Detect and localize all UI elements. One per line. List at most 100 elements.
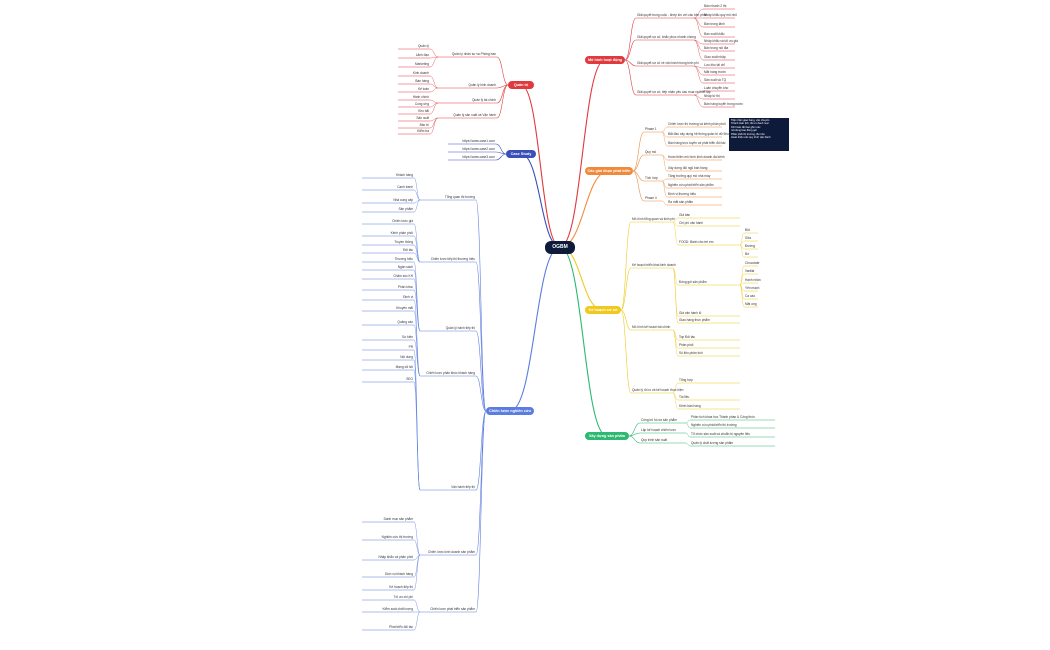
node-label[interactable]: Lập kế hoạch chiến lược	[641, 428, 677, 432]
branch-quan-tri[interactable]: Quản trị	[508, 81, 534, 89]
node-label[interactable]: Sản xuất	[416, 116, 429, 120]
node-label[interactable]: Xây dựng đội ngũ bán hàng	[668, 166, 708, 170]
node-label[interactable]: Bán trong lãnh	[704, 22, 725, 26]
node-label[interactable]: Bắt đầu xây dựng hệ thống quản trị dữ li…	[668, 132, 729, 136]
node-label[interactable]: SEO	[406, 377, 413, 381]
node-label[interactable]: Mạng xã hội	[395, 365, 413, 369]
node-label[interactable]: Tăng trưởng quy mô nhà máy	[668, 174, 711, 178]
node-label[interactable]: Quản lý kinh doanh	[468, 83, 496, 87]
node-label[interactable]: Top Đối tác	[679, 335, 695, 339]
node-label[interactable]: Bán xuất khẩu	[704, 32, 725, 36]
node-label[interactable]: Truyền thông	[394, 240, 413, 244]
node-label[interactable]: Kênh bán hàng	[679, 404, 701, 408]
node-label[interactable]: Cạnh tranh	[397, 185, 413, 189]
node-label[interactable]: Marketing	[415, 62, 429, 66]
node-label[interactable]: Nghiên cứu phát triển thị trường	[691, 423, 737, 427]
node-label[interactable]: Phân tích khoa học Thành phần & Công thứ…	[691, 415, 755, 419]
node-label[interactable]: Nhập khẩu và phân phối	[378, 555, 413, 559]
node-label[interactable]: Quản lý	[418, 44, 429, 48]
node-label[interactable]: Giá bán	[679, 213, 691, 217]
node-label[interactable]: Nghiên cứu thị trường	[381, 535, 413, 539]
node-label[interactable]: Giao xuất nhập	[704, 55, 726, 59]
node-label[interactable]: Phân phối	[679, 343, 694, 347]
node-label[interactable]: Bán hàng tuyển trong nước	[704, 102, 743, 106]
node-label[interactable]: Chăm sóc KH	[393, 274, 413, 278]
node-label[interactable]: Giao hàng thực phẩm	[679, 318, 710, 322]
node-label[interactable]: Vận hành tiếp thị	[451, 485, 475, 489]
node-label[interactable]: Công bố hồ sơ sản phẩm	[641, 418, 677, 422]
node-label[interactable]: Quản lý chất lượng sản phẩm	[691, 441, 734, 445]
node-label[interactable]: Quản lý hành tiếp thị	[445, 326, 475, 330]
node-label[interactable]: Quảng cáo	[397, 320, 413, 324]
node-label[interactable]: Giá vận hành lô	[679, 311, 702, 315]
node-label[interactable]: Bột	[745, 228, 750, 232]
node-label[interactable]: Kinh doanh	[412, 71, 429, 75]
node-label[interactable]: Kênh phân phối	[390, 231, 413, 235]
node-label[interactable]: Lưu kho tài chỉ	[704, 63, 725, 67]
node-label[interactable]: Khuyến mãi	[396, 306, 413, 310]
node-label[interactable]: Quy trình sản xuất	[641, 438, 668, 442]
node-label[interactable]: Sản xuất và TQ	[704, 78, 727, 82]
node-label[interactable]: Yến mạch	[745, 286, 760, 290]
node-label[interactable]: Bảo trì	[419, 123, 429, 127]
node-label[interactable]: Nghiên cứu phát triển sản phẩm	[668, 183, 714, 187]
node-label[interactable]: https://www.case3.com	[462, 155, 495, 159]
node-label[interactable]: Kế hoạch triển khai kinh doanh	[632, 263, 676, 267]
node-label[interactable]: Quản lý sản xuất và Vận hành	[453, 113, 496, 117]
node-label[interactable]: https://www.case2.com	[462, 147, 495, 151]
node-label[interactable]: Quy mô	[645, 150, 657, 154]
node-label[interactable]: Tài liệu	[679, 395, 690, 399]
node-label[interactable]: Kế hoạch tiếp thị	[389, 585, 413, 589]
node-label[interactable]: Mô hình tổng quan và kinh phí	[632, 217, 675, 221]
node-label[interactable]: Số liệu phân tích	[679, 351, 703, 355]
node-label[interactable]: Kho bãi	[418, 109, 429, 113]
node-label[interactable]: Mô hình kế hoạch tài chính	[632, 325, 671, 329]
node-label[interactable]: Phân khúc	[397, 285, 413, 289]
node-label[interactable]: Luân chuyển kho	[704, 86, 729, 90]
root-node[interactable]: OGBM	[545, 241, 575, 254]
node-label[interactable]: Quản lý nhân sự và Phòng ban	[451, 52, 496, 56]
node-label[interactable]: Chiến lược kinh doanh sản phẩm	[427, 550, 475, 554]
node-label[interactable]: Khách hàng	[395, 173, 413, 177]
node-label[interactable]: Bơ	[745, 252, 750, 256]
node-label[interactable]: Kiểm tra	[417, 129, 429, 133]
node-label[interactable]: Định vị thương hiệu	[668, 192, 696, 196]
node-label[interactable]: Nội dung	[400, 355, 413, 359]
node-label[interactable]: Ra mắt sản phẩm	[668, 200, 694, 204]
node-label[interactable]: Hạnh nhân	[745, 278, 761, 282]
node-label[interactable]: Lãnh đạo	[415, 53, 429, 57]
branch-case-study[interactable]: Case Study	[506, 150, 536, 158]
node-label[interactable]: Kế toán	[418, 87, 429, 91]
node-label[interactable]: Giải quyết sự cố, tiếp nhận yêu cầu mua …	[637, 90, 711, 94]
node-label[interactable]: Mật ong	[745, 302, 757, 306]
node-label[interactable]: Chiến lược phát triển sản phẩm	[430, 607, 475, 611]
node-label[interactable]: Chi phí vận hành	[679, 221, 704, 225]
node-label[interactable]: Tổng quan thị trường	[444, 195, 475, 199]
node-label[interactable]: Cung ứng	[414, 102, 429, 106]
node-label[interactable]: Đóng gói sản phẩm	[679, 280, 707, 284]
node-label[interactable]: Giải quyết sự cố, khắc phục nhanh chóng	[637, 35, 696, 39]
branch-mo-hinh-hoat-dong[interactable]: Mô hình hoạt động	[585, 56, 625, 64]
node-label[interactable]: Tích hợp	[645, 176, 658, 180]
node-label[interactable]: Bán trong nội địa	[704, 46, 729, 50]
node-label[interactable]: Chocolate	[745, 261, 760, 265]
node-label[interactable]: Chiến lược phân khúc khách hàng	[426, 371, 475, 375]
node-label[interactable]: Chiến lược thị trường và kênh phân phối	[668, 122, 726, 126]
node-label[interactable]: Đường	[745, 244, 756, 248]
node-label[interactable]: Tổng hợp	[679, 378, 693, 382]
node-label[interactable]: Giải quyết trong cuộc - khép kín với các…	[637, 13, 708, 17]
branch-ke-hoach-co-so[interactable]: Kế hoạch cơ sở	[585, 306, 621, 314]
node-label[interactable]: Tổ chức sản xuất và chuẩn bị nguyên liệu	[691, 432, 751, 436]
node-label[interactable]: PR	[408, 345, 413, 349]
node-label[interactable]: Bán hàng trực tuyến và phát triển đối tá…	[668, 141, 726, 145]
branch-cac-giai-doan[interactable]: Các giai đoạn phát triển	[585, 167, 633, 175]
node-label[interactable]: Vanilla	[745, 269, 755, 273]
node-label[interactable]: Nhập khẩu và tối ưu giá	[704, 39, 738, 43]
node-label[interactable]: Phase 1	[645, 127, 657, 131]
node-label[interactable]: Sản phẩm	[398, 207, 413, 211]
node-label[interactable]: Quản lý tài chính	[472, 98, 496, 102]
node-label[interactable]: Sự kiện	[402, 335, 413, 339]
node-label[interactable]: Danh mục sản phẩm	[383, 517, 413, 521]
node-label[interactable]: Bán nhanh 2 thị	[704, 4, 727, 8]
node-label[interactable]: Phase 4	[645, 196, 657, 200]
